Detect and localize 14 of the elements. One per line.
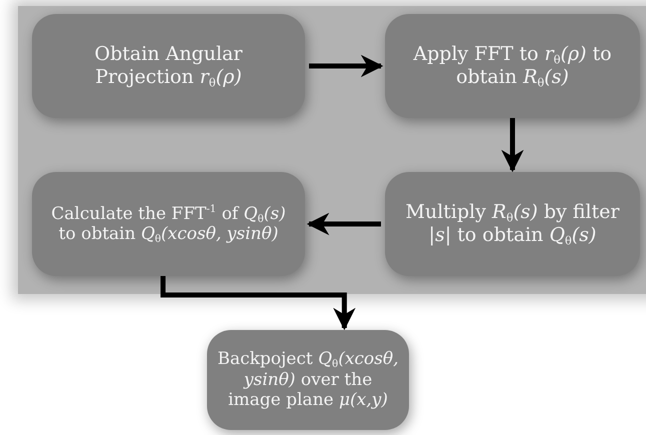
process-box xyxy=(385,172,640,276)
arrow xyxy=(306,212,381,236)
process-text: Obtain Angular Projection r$_{θ}$(ρ) xyxy=(94,43,244,89)
process-box xyxy=(32,172,305,276)
process-text: Apply FFT to r$_{θ}$(ρ) to obtain R$_{θ}$(s) xyxy=(412,43,613,89)
arrow xyxy=(309,54,384,78)
process-box xyxy=(32,14,305,118)
arrow xyxy=(160,276,356,330)
process-text: Multiply R$_{θ}$(s) by filter |s| to obtain Q$_{θ}$(s) xyxy=(404,201,620,247)
process-box xyxy=(207,330,409,430)
arrow xyxy=(501,118,524,172)
process-text: Backpoject Q$_{θ}$(xcosθ, ysinθ) over the image plane μ(x,y) xyxy=(217,349,399,411)
process-text: Calculate the FFT$^{-1}$ of Q$_{θ}$(s) to obtain Q$_{θ}$(xcosθ, ysinθ) xyxy=(50,204,287,244)
process-box xyxy=(385,14,640,118)
